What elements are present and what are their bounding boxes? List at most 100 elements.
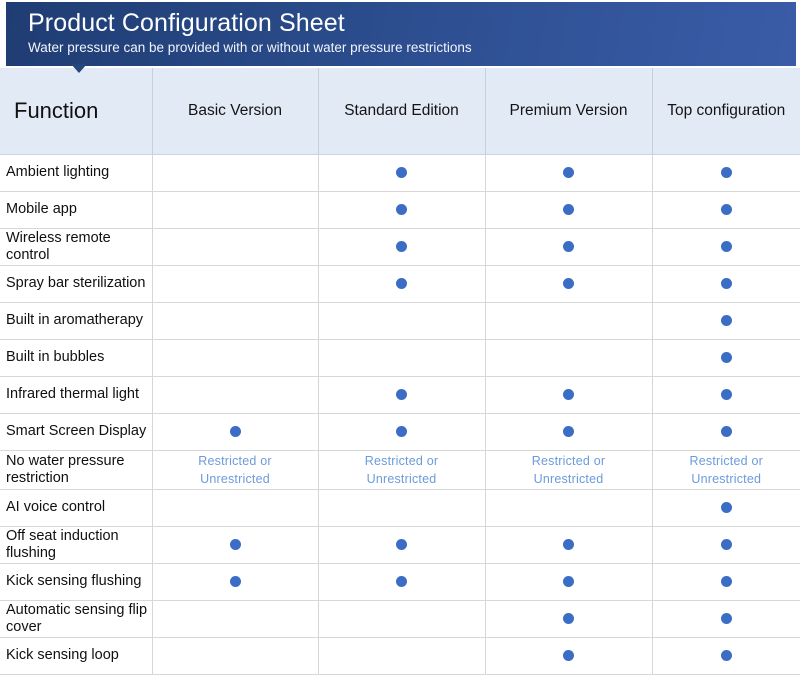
included-dot-icon — [563, 612, 574, 624]
cell-top-configuration — [652, 339, 800, 377]
cell-premium-version — [485, 339, 653, 377]
included-dot-icon — [563, 388, 574, 400]
cell-top-configuration: Restricted or Unrestricted — [652, 450, 800, 490]
cell-standard-edition — [318, 600, 486, 638]
feature-label: Ambient lighting — [0, 154, 153, 192]
table-row: Kick sensing flushing — [0, 563, 800, 601]
table-row: Wireless remote control — [0, 228, 800, 266]
cell-basic-version — [152, 489, 319, 527]
cell-standard-edition — [318, 376, 486, 414]
included-dot-icon — [229, 425, 241, 437]
cell-premium-version — [485, 154, 653, 192]
cell-premium-version: Restricted or Unrestricted — [485, 450, 653, 490]
cell-basic-version: Restricted or Unrestricted — [152, 450, 319, 490]
feature-label: Infrared thermal light — [0, 376, 153, 414]
header-row: Function Basic Version Standard Edition … — [0, 68, 800, 155]
cell-premium-version — [485, 376, 653, 414]
feature-label: Built in bubbles — [0, 339, 153, 377]
cell-premium-version — [485, 526, 653, 564]
cell-standard-edition — [318, 302, 486, 340]
table-row: Ambient lighting — [0, 154, 800, 192]
table-row: Smart Screen Display — [0, 413, 800, 451]
banner-background: Product Configuration Sheet Water pressu… — [6, 2, 796, 66]
page-title: Product Configuration Sheet — [28, 9, 345, 37]
included-dot-icon — [720, 166, 732, 178]
table-row: Off seat induction flushing — [0, 526, 800, 564]
cell-basic-version — [152, 228, 319, 266]
included-dot-icon — [229, 538, 241, 550]
included-dot-icon — [396, 240, 407, 252]
cell-basic-version — [152, 563, 319, 601]
cell-basic-version — [152, 339, 319, 377]
configuration-table: Function Basic Version Standard Edition … — [0, 68, 800, 675]
feature-label: Mobile app — [0, 191, 153, 229]
cell-standard-edition — [318, 526, 486, 564]
column-header-function: Function — [0, 68, 153, 155]
included-dot-icon — [720, 501, 732, 513]
cell-premium-version — [485, 637, 653, 675]
included-dot-icon — [720, 203, 732, 215]
page-subtitle: Water pressure can be provided with or w… — [28, 40, 472, 55]
cell-top-configuration — [652, 376, 800, 414]
feature-label: Spray bar sterilization — [0, 265, 153, 303]
included-dot-icon — [396, 575, 407, 587]
cell-premium-version — [485, 302, 653, 340]
included-dot-icon — [396, 538, 407, 550]
included-dot-icon — [229, 575, 241, 587]
cell-basic-version — [152, 191, 319, 229]
cell-basic-version — [152, 265, 319, 303]
cell-premium-version — [485, 191, 653, 229]
included-dot-icon — [720, 538, 732, 550]
cell-top-configuration — [652, 637, 800, 675]
cell-standard-edition — [318, 228, 486, 266]
cell-top-configuration — [652, 413, 800, 451]
cell-top-configuration — [652, 526, 800, 564]
table-row: Built in bubbles — [0, 339, 800, 377]
restricted-note: Restricted or Unrestricted — [198, 453, 272, 486]
cell-premium-version — [485, 413, 653, 451]
included-dot-icon — [396, 203, 407, 215]
included-dot-icon — [720, 425, 732, 437]
configuration-sheet: Function Basic Version Standard Edition … — [0, 68, 800, 675]
cell-top-configuration — [652, 265, 800, 303]
included-dot-icon — [720, 314, 732, 326]
cell-top-configuration — [652, 228, 800, 266]
cell-standard-edition — [318, 413, 486, 451]
table-row: Infrared thermal light — [0, 376, 800, 414]
cell-standard-edition — [318, 339, 486, 377]
feature-label: Off seat induction flushing — [0, 526, 153, 564]
cell-premium-version — [485, 228, 653, 266]
cell-premium-version — [485, 489, 653, 527]
included-dot-icon — [563, 240, 574, 252]
cell-top-configuration — [652, 154, 800, 192]
cell-standard-edition — [318, 191, 486, 229]
cell-premium-version — [485, 265, 653, 303]
table-row: Kick sensing loop — [0, 637, 800, 675]
cell-basic-version — [152, 413, 319, 451]
table-row: Automatic sensing flip cover — [0, 600, 800, 638]
column-header-premium-version: Premium Version — [485, 68, 653, 155]
cell-basic-version — [152, 154, 319, 192]
included-dot-icon — [563, 203, 574, 215]
column-header-standard-edition: Standard Edition — [318, 68, 486, 155]
cell-basic-version — [152, 302, 319, 340]
included-dot-icon — [720, 575, 732, 587]
cell-standard-edition — [318, 154, 486, 192]
included-dot-icon — [396, 388, 407, 400]
feature-label: Smart Screen Display — [0, 413, 153, 451]
restricted-note: Restricted or Unrestricted — [689, 453, 763, 486]
cell-standard-edition — [318, 265, 486, 303]
feature-label: AI voice control — [0, 489, 153, 527]
cell-premium-version — [485, 600, 653, 638]
cell-standard-edition — [318, 637, 486, 675]
included-dot-icon — [563, 277, 574, 289]
cell-basic-version — [152, 637, 319, 675]
table-header: Function Basic Version Standard Edition … — [0, 68, 800, 155]
included-dot-icon — [720, 388, 732, 400]
included-dot-icon — [396, 166, 407, 178]
included-dot-icon — [563, 425, 574, 437]
included-dot-icon — [563, 538, 574, 550]
included-dot-icon — [396, 277, 407, 289]
